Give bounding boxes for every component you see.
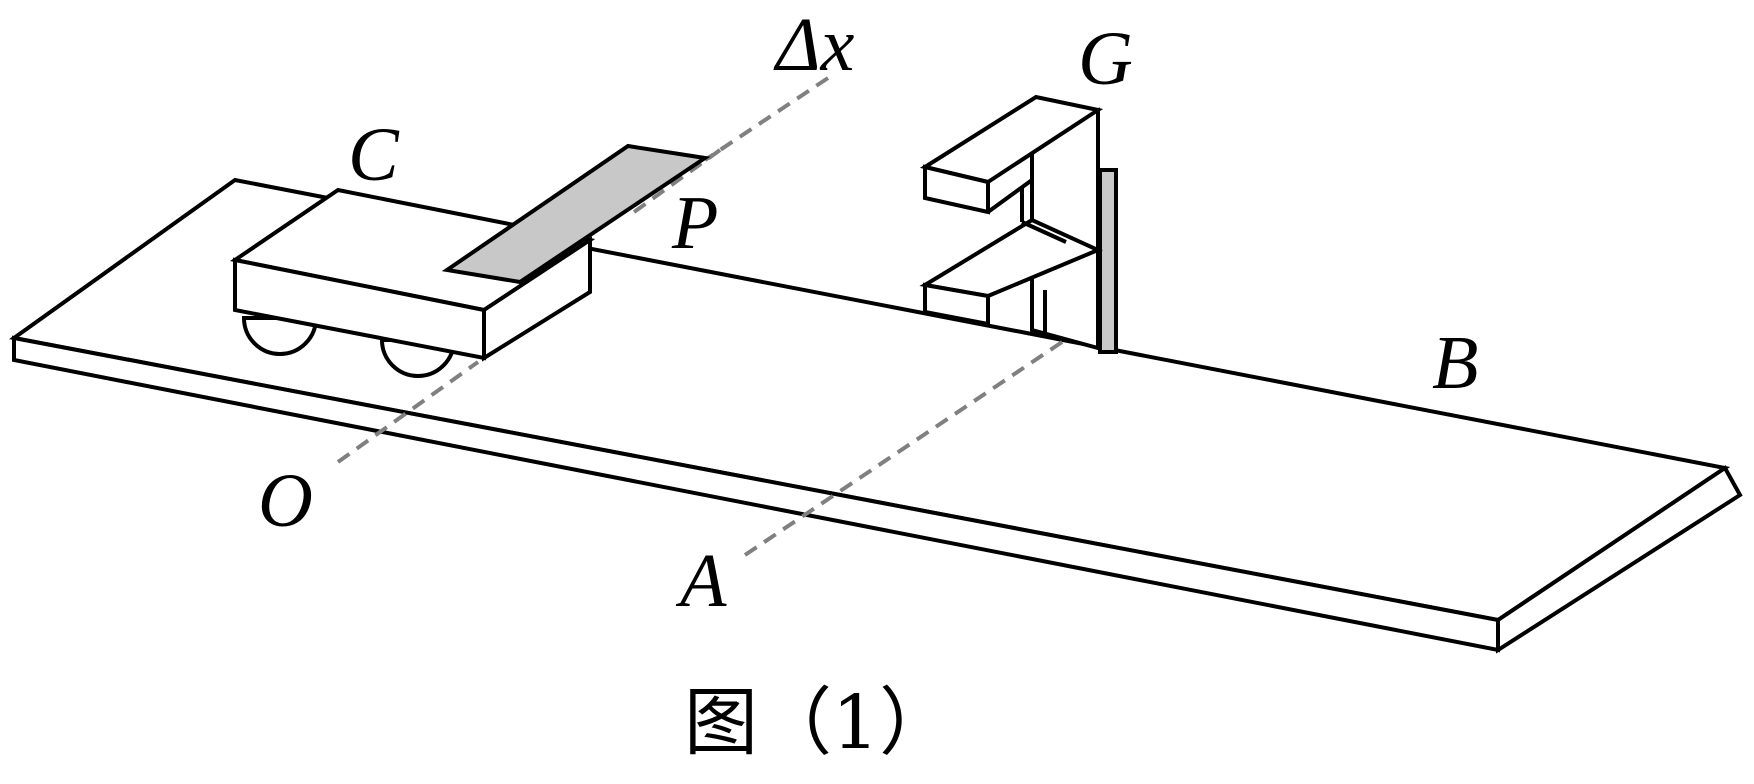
figure-caption: 图（1） (684, 680, 953, 766)
dashed-line-delta-x-upper (703, 76, 830, 162)
photogate-g (919, 94, 1118, 354)
label-g: G (1078, 17, 1133, 101)
label-o: O (258, 459, 313, 543)
label-b: B (1432, 321, 1478, 405)
photogate-plate (1098, 168, 1118, 354)
label-a: A (675, 539, 727, 623)
photogate-bottom-arm-front (923, 282, 990, 327)
dashed-line-a (743, 336, 1070, 557)
label-p: P (671, 181, 718, 265)
point-labels: O A B C P G Δx (258, 3, 1478, 623)
label-c: C (348, 113, 400, 197)
label-delta-x: Δx (773, 3, 855, 87)
cart-side-face (482, 236, 592, 362)
cart-c (229, 143, 711, 378)
dashed-line-p-upper (628, 148, 722, 217)
cart-wheel-left (241, 316, 319, 356)
dashed-line-o (336, 360, 480, 464)
dashed-reference-lines (336, 76, 1070, 557)
shading-strip (441, 143, 711, 285)
